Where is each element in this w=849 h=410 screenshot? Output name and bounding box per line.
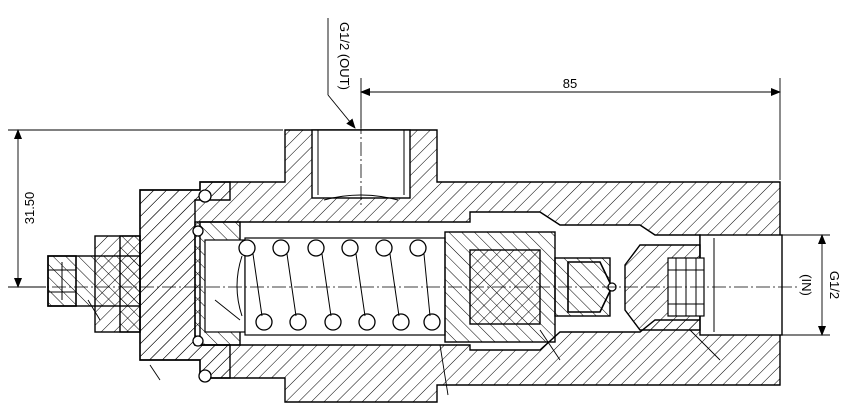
inlet-seat-insert [624,244,705,331]
part-leaders [87,299,721,396]
length-dim-label: 85 [563,76,577,91]
height-dimension: 31.50 [8,129,283,288]
inlet-port-tag-label: (IN) [799,274,814,296]
outlet-port-callout: G1/2 (OUT) [327,18,356,129]
length-dimension: 85 [360,76,781,180]
height-dim-label: 31.50 [22,192,37,225]
compression-spring [236,237,446,336]
outlet-port-label: G1/2 (OUT) [337,22,352,90]
adjusting-screw [47,235,141,333]
inlet-port-size-label: G1/2 [827,271,842,299]
inlet-port-dimension: G1/2 (IN) [782,234,842,336]
o-rings [192,189,212,383]
